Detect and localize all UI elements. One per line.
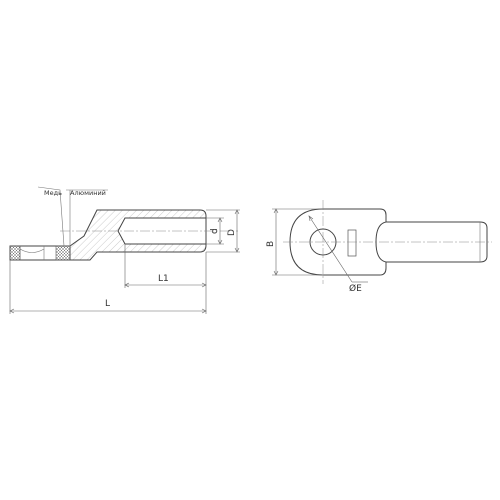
B-arrow-bottom — [273, 270, 279, 276]
copper-leader — [37, 186, 65, 247]
L-arrow-right — [201, 308, 207, 314]
marking-slot — [347, 229, 357, 257]
d-label: d — [210, 228, 220, 234]
E-leader — [308, 215, 353, 283]
aluminum-label: Алюминий — [70, 189, 106, 197]
top-view: B ØE — [266, 200, 492, 294]
D-label: D — [227, 229, 237, 236]
L1-label: L1 — [158, 274, 169, 284]
D-arrow-bottom — [234, 247, 240, 253]
B-arrow-top — [273, 208, 279, 214]
side-view: Медь Алюминий d D L1 L — [9, 186, 240, 314]
copper-label: Медь — [44, 189, 62, 197]
L-label: L — [105, 299, 110, 309]
B-label: B — [266, 241, 276, 247]
L-arrow-left — [9, 308, 15, 314]
L1-arrow-right — [201, 282, 207, 288]
palm-hole-curve — [19, 248, 45, 253]
d-arrow-top — [217, 217, 223, 223]
d-arrow-bottom — [217, 239, 223, 245]
E-arrow — [308, 215, 314, 222]
E-label: ØE — [349, 283, 362, 294]
palm-end-block — [9, 245, 21, 261]
L1-arrow-left — [124, 282, 130, 288]
D-arrow-top — [234, 209, 240, 215]
weld-zone — [55, 245, 71, 261]
